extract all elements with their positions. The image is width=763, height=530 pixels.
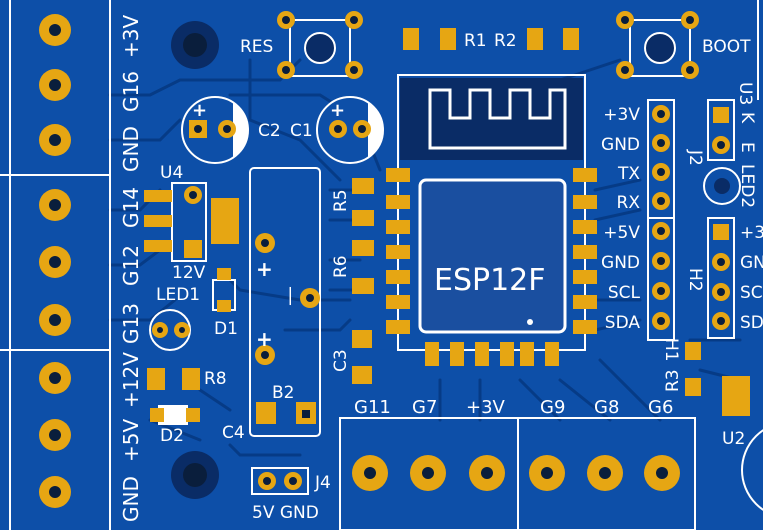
left-label-g16: G16 bbox=[119, 71, 143, 112]
svg-text:+: + bbox=[192, 100, 207, 121]
h2-label-sda: SD bbox=[740, 313, 763, 333]
r5-label: R5 bbox=[331, 189, 351, 212]
u2-label: U2 bbox=[722, 429, 745, 449]
u4-label: U4 bbox=[160, 163, 183, 183]
terminal-label-g6: G6 bbox=[648, 397, 673, 418]
d2-label: D2 bbox=[160, 426, 184, 446]
c1-label: C1 bbox=[290, 121, 313, 141]
left-label-12v: +12V bbox=[119, 352, 143, 408]
h2-label-scl: SC bbox=[740, 283, 763, 303]
supercap-outline: + + — bbox=[249, 167, 321, 437]
j2-label-gnd-2: GND bbox=[601, 253, 640, 273]
left-label-g13: G13 bbox=[119, 303, 143, 344]
mounting-hole-top-left bbox=[171, 21, 219, 69]
u4-voltage-label: 12V bbox=[172, 263, 206, 283]
h2-pin-labels: +3 GN SC SD bbox=[740, 223, 763, 333]
h2-label-3v: +3 bbox=[740, 223, 763, 243]
boot-button bbox=[616, 11, 699, 79]
left-label-g14: G14 bbox=[119, 187, 143, 228]
h2-label-gnd: GN bbox=[740, 253, 763, 273]
resistor-r2 bbox=[527, 28, 579, 50]
esp12f-left-pads bbox=[386, 168, 410, 334]
j2-label-5v: +5V bbox=[603, 223, 640, 243]
j2-label-tx: TX bbox=[617, 164, 640, 184]
c3-label: C3 bbox=[331, 349, 351, 372]
b2-label: B2 bbox=[272, 383, 294, 403]
svg-text:+: + bbox=[256, 257, 273, 281]
esp12f-bottom-pads bbox=[425, 342, 559, 366]
esp12f-right-pads bbox=[573, 168, 597, 334]
c2-label: C2 bbox=[258, 121, 281, 141]
diode-d1 bbox=[212, 268, 236, 312]
j2-label-gnd-1: GND bbox=[601, 135, 640, 155]
resistor-r8 bbox=[147, 368, 200, 390]
terminal-label-g8: G8 bbox=[594, 397, 619, 418]
boot-label: BOOT bbox=[702, 37, 751, 57]
resistor-r5 bbox=[352, 178, 374, 226]
e-label: E bbox=[737, 142, 757, 153]
u3-label: U3 bbox=[735, 82, 755, 105]
led1 bbox=[149, 309, 191, 351]
left-header-pads bbox=[39, 14, 71, 508]
header-j2 bbox=[647, 99, 675, 341]
svg-text:+: + bbox=[256, 327, 273, 351]
connector-j4 bbox=[251, 467, 309, 495]
mounting-hole-bottom-left bbox=[171, 451, 219, 499]
left-label-3v: +3V bbox=[119, 15, 143, 58]
k-label: K bbox=[737, 112, 757, 124]
r6-label: R6 bbox=[331, 255, 351, 278]
res-label: RES bbox=[240, 37, 273, 57]
bottom-terminal-labels: G11 G7 +3V G9 G8 G6 bbox=[354, 397, 673, 418]
capacitor-c1: + bbox=[316, 96, 384, 164]
j2-label-scl: SCL bbox=[608, 283, 641, 303]
resistor-r3 bbox=[685, 342, 701, 396]
header-h2 bbox=[707, 217, 735, 339]
diode-d2 bbox=[150, 405, 200, 425]
reset-button bbox=[277, 11, 363, 79]
terminal-label-g9: G9 bbox=[540, 397, 565, 418]
component-u2 bbox=[722, 376, 763, 511]
terminal-label-g11: G11 bbox=[354, 397, 391, 418]
led2-label: LED2 bbox=[737, 164, 757, 208]
capacitor-c3 bbox=[352, 330, 372, 384]
antenna-trace bbox=[428, 88, 567, 150]
component-b2 bbox=[256, 402, 316, 424]
esp12f-module: ESP12F bbox=[397, 74, 586, 351]
j4-label: J4 bbox=[314, 473, 331, 493]
left-label-g12: G12 bbox=[119, 245, 143, 286]
led2 bbox=[703, 167, 741, 205]
svg-text:—: — bbox=[277, 286, 301, 306]
left-label-gnd-bottom: GND bbox=[119, 476, 143, 522]
c4-label: C4 bbox=[222, 423, 245, 443]
svg-text:+: + bbox=[330, 100, 345, 121]
led1-label: LED1 bbox=[156, 285, 200, 305]
r2-label: R2 bbox=[494, 31, 517, 51]
r8-label: R8 bbox=[204, 369, 227, 389]
r3-label: R3 bbox=[663, 369, 683, 392]
left-label-5v: +5V bbox=[119, 419, 143, 462]
esp12f-label: ESP12F bbox=[434, 263, 546, 298]
regulator-u4 bbox=[144, 182, 239, 262]
j2-label-sda: SDA bbox=[605, 313, 641, 333]
terminal-label-3v: +3V bbox=[466, 397, 506, 418]
capacitor-c2: + bbox=[181, 96, 249, 164]
header-u3 bbox=[707, 99, 735, 161]
resistor-r1 bbox=[403, 28, 456, 50]
j2-label-3v: +3V bbox=[603, 105, 640, 125]
terminal-label-g7: G7 bbox=[412, 397, 437, 418]
h1-label: H1 bbox=[661, 338, 681, 362]
r1-label: R1 bbox=[464, 31, 487, 51]
resistor-r6 bbox=[352, 240, 374, 294]
h2-label: H2 bbox=[685, 268, 705, 292]
left-header-labels: +3V G16 GND G14 G12 G13 +12V +5V GND bbox=[119, 15, 143, 522]
j2-pin-labels: +3V GND TX RX +5V GND SCL SDA bbox=[601, 105, 641, 333]
left-label-gnd-top: GND bbox=[119, 126, 143, 172]
bottom-terminal-block bbox=[339, 417, 696, 530]
j2-label-rx: RX bbox=[617, 193, 641, 213]
d1-label: D1 bbox=[214, 319, 238, 339]
left-edge-silkscreen bbox=[0, 0, 111, 530]
j4-pin-label: 5V GND bbox=[252, 503, 319, 523]
j2-label: J2 bbox=[685, 149, 705, 166]
